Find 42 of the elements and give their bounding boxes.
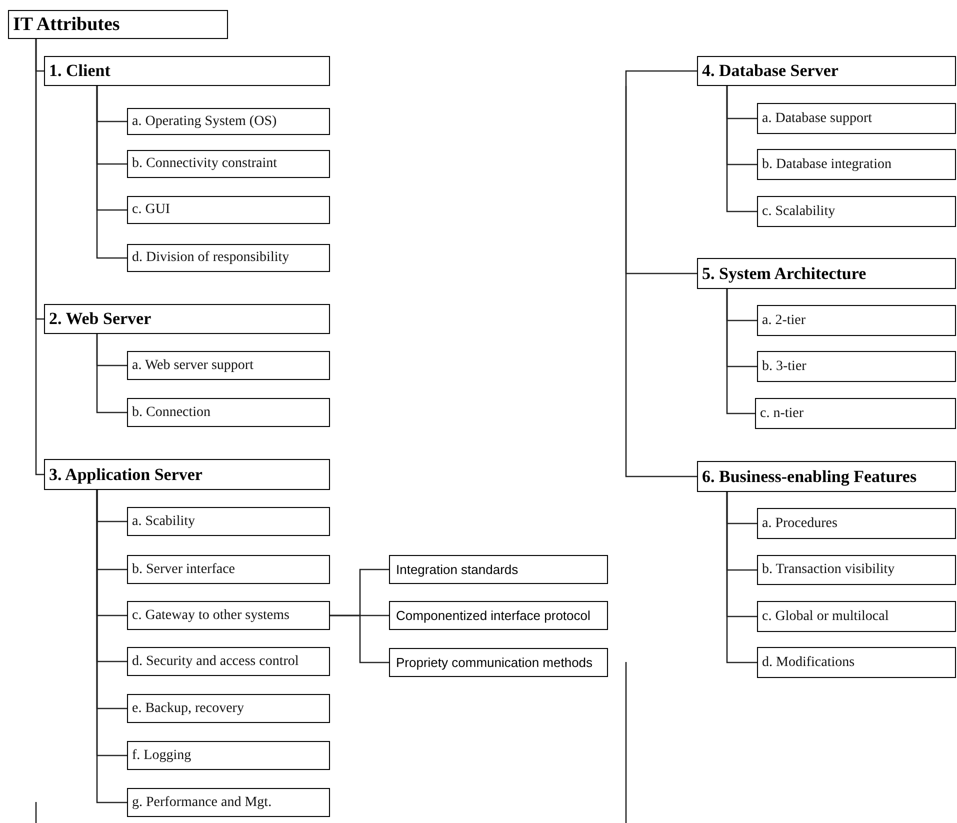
connector-line — [625, 86, 697, 478]
attribute-box: c. Scalability — [757, 196, 956, 227]
attribute-box: d. Security and access control — [127, 647, 330, 676]
attribute-box: b. Server interface — [127, 555, 330, 584]
attribute-box: a. Procedures — [757, 508, 956, 539]
category-box: 3. Application Server — [44, 459, 330, 490]
attribute-box: d. Modifications — [757, 647, 956, 678]
connector-line — [96, 86, 127, 259]
connector-line — [726, 289, 755, 414]
connector-line — [726, 492, 757, 664]
attribute-box: b. Connection — [127, 398, 330, 427]
attribute-box: a. Operating System (OS) — [127, 108, 330, 135]
attribute-box: b. 3-tier — [757, 351, 956, 382]
connector-line — [330, 614, 389, 664]
category-box: 4. Database Server — [697, 56, 956, 86]
title-box: IT Attributes — [8, 10, 228, 39]
category-box: 1. Client — [44, 56, 330, 86]
detail-box: Componentized interface protocol — [389, 601, 608, 630]
attribute-box: e. Backup, recovery — [127, 694, 330, 723]
attribute-box: f. Logging — [127, 741, 330, 770]
attribute-box: a. 2-tier — [757, 305, 956, 336]
connector-line — [96, 334, 127, 414]
attribute-box: c. n-tier — [755, 398, 956, 429]
detail-box: Propriety communication methods — [389, 648, 608, 677]
connector-line — [726, 86, 757, 212]
attribute-box: b. Connectivity constraint — [127, 150, 330, 178]
category-box: 5. System Architecture — [697, 258, 956, 289]
category-box: 2. Web Server — [44, 304, 330, 334]
connector-line — [625, 70, 697, 86]
attribute-box: d. Division of responsibility — [127, 244, 330, 272]
attribute-box: b. Database integration — [757, 149, 956, 180]
attribute-box: g. Performance and Mgt. — [127, 788, 330, 817]
connector-line — [35, 39, 44, 476]
attribute-box: c. Gateway to other systems — [127, 601, 330, 630]
attribute-box: b. Transaction visibility — [757, 555, 956, 585]
attribute-box: a. Database support — [757, 103, 956, 134]
attribute-box: c. GUI — [127, 196, 330, 224]
category-box: 6. Business-enabling Features — [697, 461, 956, 492]
attribute-box: a. Scability — [127, 507, 330, 536]
attribute-box: c. Global or multilocal — [757, 601, 956, 632]
detail-box: Integration standards — [389, 555, 608, 584]
attribute-box: a. Web server support — [127, 351, 330, 380]
